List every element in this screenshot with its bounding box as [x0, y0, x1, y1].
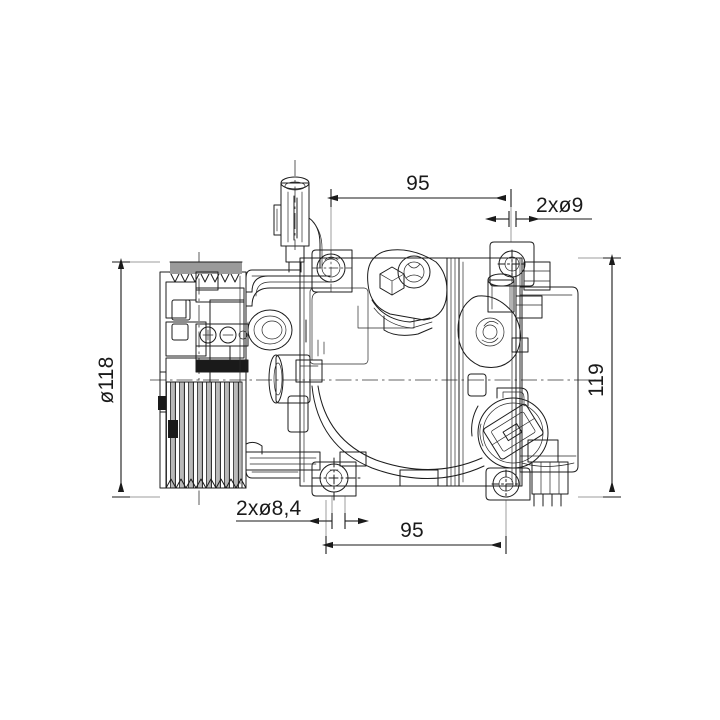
- mounting-boss-bottom-left: [245, 441, 367, 501]
- dimension-overall-height: 119: [578, 254, 621, 498]
- dim-label-mount-spacing-bottom: 95: [400, 519, 424, 542]
- rear-head: [519, 261, 579, 473]
- dim-label-bore-top: 2xø9: [536, 194, 584, 217]
- compressor-assembly: [158, 176, 579, 507]
- pulley-ribs: [166, 382, 242, 488]
- top-connector: [273, 176, 323, 273]
- dim-label-pulley-diameter: ø118: [95, 356, 118, 403]
- dimension-bore-top: 2xø9: [485, 194, 592, 227]
- suction-pipe: [245, 275, 331, 307]
- dim-label-mount-spacing-top: 95: [406, 172, 430, 195]
- dim-label-overall-height: 119: [585, 363, 608, 397]
- dimension-mount-spacing-bottom: 95: [322, 500, 507, 554]
- control-valve: [457, 273, 543, 368]
- pulley-clutch: [158, 261, 249, 489]
- dimension-mount-spacing-top: 95: [327, 172, 512, 250]
- dimension-bore-bottom: 2xø8,4: [236, 496, 369, 529]
- mounting-boss-top-right: [489, 241, 535, 287]
- dimension-pulley-diameter: ø118: [95, 258, 160, 498]
- misc-details: [287, 317, 487, 487]
- dim-label-bore-bottom: 2xø8,4: [236, 497, 302, 520]
- mounting-boss-top-left: [311, 249, 353, 293]
- suction-discharge-port: [357, 249, 448, 336]
- mounting-boss-bottom-right: [485, 439, 569, 507]
- oil-line: [311, 385, 485, 479]
